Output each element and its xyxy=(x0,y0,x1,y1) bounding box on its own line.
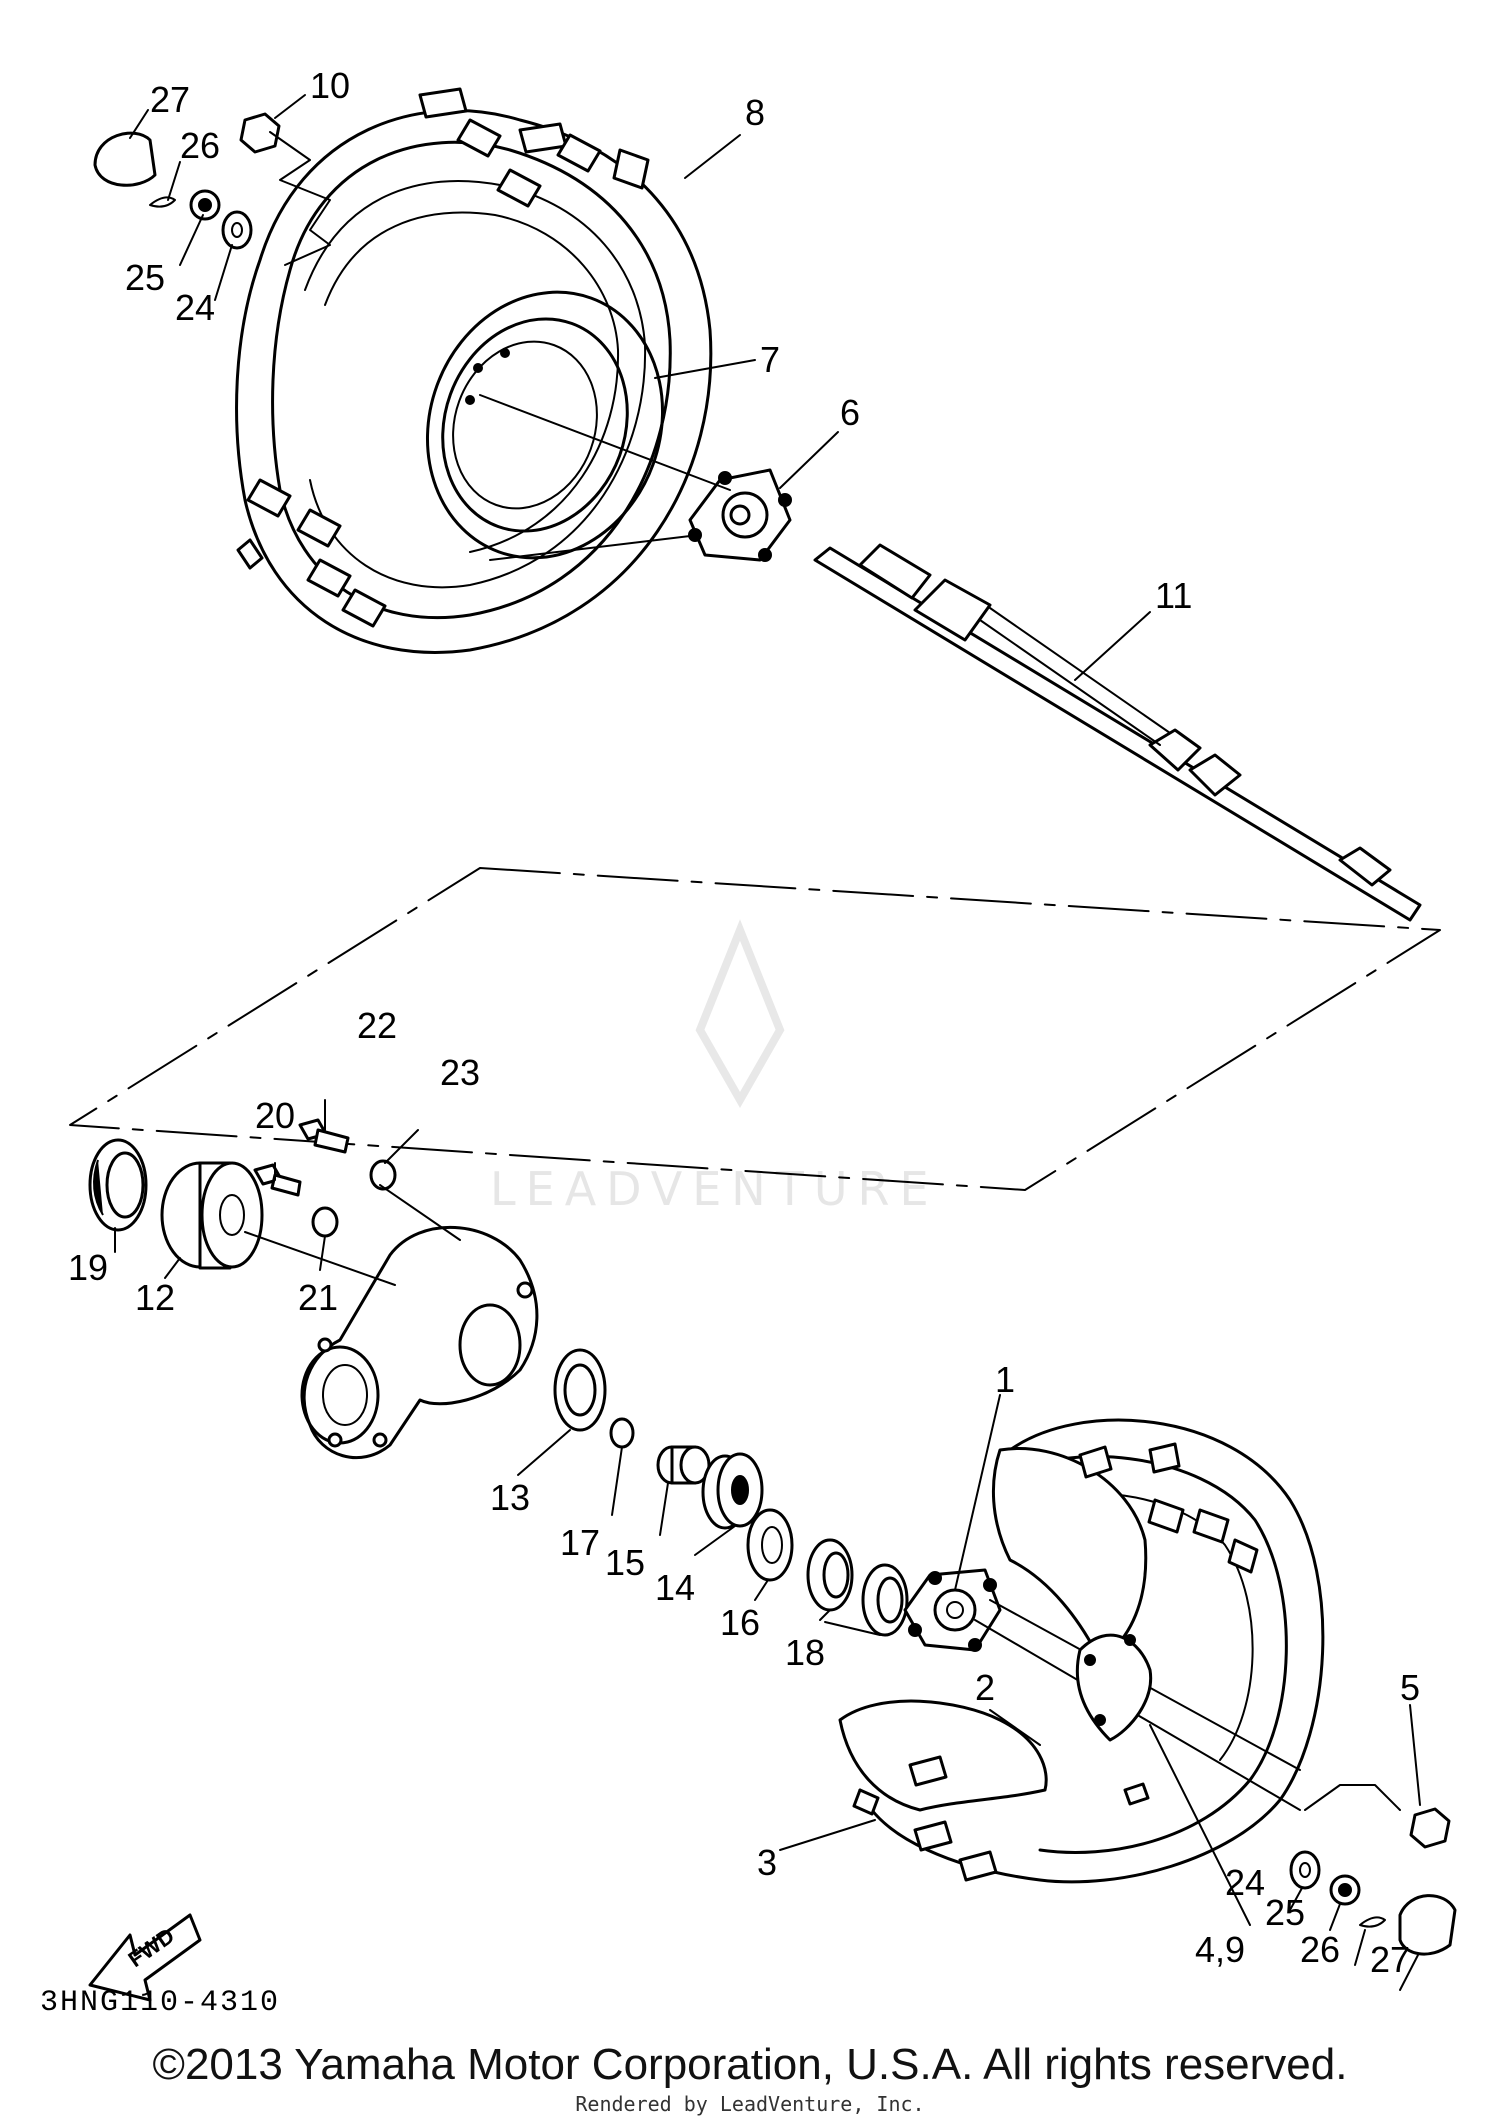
document-code: 3HNG110-4310 xyxy=(40,1986,280,2020)
callout-14: 14 xyxy=(655,1567,695,1608)
lower-tire-3 xyxy=(838,1418,1325,1884)
callout-22: 22 xyxy=(357,1005,397,1046)
callout-26-top: 26 xyxy=(180,125,220,166)
callout-26-bottom: 26 xyxy=(1300,1929,1340,1970)
washer-16 xyxy=(746,1508,794,1582)
callout-3: 3 xyxy=(757,1842,777,1883)
callout-19: 19 xyxy=(68,1247,108,1288)
nut-10 xyxy=(239,112,281,154)
callout-27-bottom: 27 xyxy=(1370,1939,1410,1980)
callout-1: 1 xyxy=(995,1359,1015,1400)
callout-18: 18 xyxy=(785,1632,825,1673)
callout-15: 15 xyxy=(605,1542,645,1583)
bearing-12 xyxy=(160,1161,264,1270)
cap-27-top xyxy=(93,131,157,187)
callout-10: 10 xyxy=(310,65,350,106)
oil-seal-18 xyxy=(806,1538,909,1637)
callout-16: 16 xyxy=(720,1602,760,1643)
assembly-dashed-outline xyxy=(69,867,1441,1191)
o-ring-17 xyxy=(609,1417,635,1449)
callout-5: 5 xyxy=(1400,1667,1420,1708)
callout-25-bottom: 25 xyxy=(1265,1892,1305,1933)
rendered-by-notice: Rendered by LeadVenture, Inc. xyxy=(575,2092,925,2116)
callout-4-9: 4,9 xyxy=(1195,1929,1245,1970)
callout-21: 21 xyxy=(298,1277,338,1318)
callout-8: 8 xyxy=(745,92,765,133)
bolt-20 xyxy=(253,1163,302,1197)
washer-21 xyxy=(311,1206,339,1238)
bearing-13 xyxy=(553,1348,607,1432)
callout-7: 7 xyxy=(760,339,780,380)
callout-20: 20 xyxy=(255,1095,295,1136)
fwd-arrow-icon: FWD xyxy=(88,1913,202,2002)
lower-hardware xyxy=(1289,1784,1457,1956)
watermark-text: LEADVENTURE xyxy=(490,1162,939,1216)
final-drive-housing xyxy=(244,1226,539,1460)
upper-hub-6 xyxy=(688,468,792,562)
washer-24-bottom xyxy=(1289,1850,1321,1890)
washer-24-top xyxy=(221,210,253,250)
callout-25-top: 25 xyxy=(125,257,165,298)
cap-27-bottom xyxy=(1398,1894,1457,1956)
bolt-22 xyxy=(298,1118,350,1154)
cotter-pin-26-bottom xyxy=(1359,1916,1386,1928)
upper-hardware xyxy=(93,112,331,266)
cotter-pin-26-top xyxy=(149,196,176,208)
callout-24-bottom: 24 xyxy=(1225,1862,1265,1903)
nut-5 xyxy=(1409,1807,1451,1849)
callout-17: 17 xyxy=(560,1522,600,1563)
upper-tire-8 xyxy=(235,87,741,654)
washer-23 xyxy=(369,1159,397,1191)
callout-24-top: 24 xyxy=(175,287,215,328)
axle-11 xyxy=(813,543,1422,922)
leader-lines xyxy=(114,94,1421,1991)
callout-11: 11 xyxy=(1155,575,1192,616)
callout-12: 12 xyxy=(135,1277,175,1318)
leadventure-watermark: LEADVENTURE xyxy=(490,919,939,1216)
oil-seal-19 xyxy=(88,1138,148,1232)
copyright-notice: ©2013 Yamaha Motor Corporation, U.S.A. A… xyxy=(152,2040,1348,2089)
callout-27-top: 27 xyxy=(150,79,190,120)
callout-2: 2 xyxy=(975,1667,995,1708)
lower-hub-1 xyxy=(903,1568,1002,1652)
collar-15 xyxy=(656,1445,711,1485)
callout-13: 13 xyxy=(490,1477,530,1518)
callout-labels: 27 10 26 25 24 8 7 6 11 22 23 20 19 12 2… xyxy=(68,65,1420,1980)
bearing-14 xyxy=(701,1452,764,1530)
callout-23: 23 xyxy=(440,1052,480,1093)
callout-6: 6 xyxy=(840,392,860,433)
